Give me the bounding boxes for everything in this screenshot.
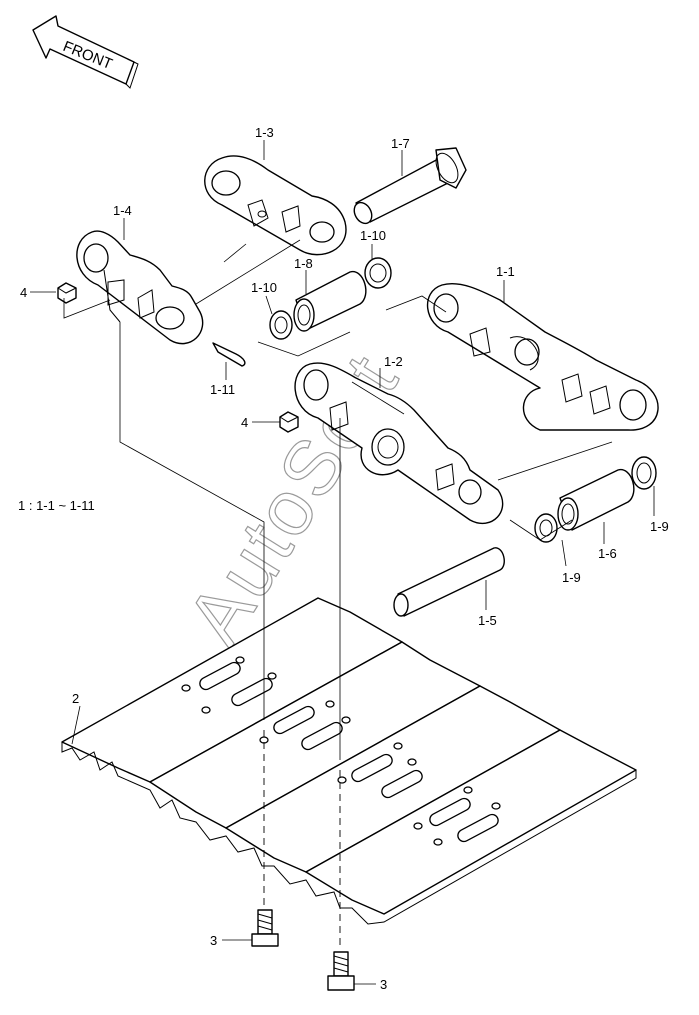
label-1-9-left: 1-9 xyxy=(562,570,581,585)
bushing-1-6 xyxy=(557,469,635,531)
label-legend: 1 : 1-1 ~ 1-11 xyxy=(18,498,95,513)
label-1-9-right: 1-9 xyxy=(650,519,669,534)
label-1-8: 1-8 xyxy=(294,256,313,271)
label-3-right: 3 xyxy=(380,977,387,992)
bolt-3-left xyxy=(251,909,279,947)
label-1-10-lower: 1-10 xyxy=(251,280,277,295)
callout-leaders xyxy=(30,140,655,985)
part-labels: 1-3 1-7 1-4 1-10 1-8 1-10 1-1 4 1-11 1-2… xyxy=(18,125,669,992)
label-1-4: 1-4 xyxy=(113,203,132,218)
nut-4-lower xyxy=(279,411,299,433)
cotter-1-11 xyxy=(212,342,246,367)
label-4-upper: 4 xyxy=(20,285,27,300)
label-1-1: 1-1 xyxy=(496,264,515,279)
seal-1-10-upper xyxy=(364,257,392,289)
pin-1-5 xyxy=(393,547,505,617)
label-4-lower: 4 xyxy=(241,415,248,430)
seal-1-9-right xyxy=(631,456,657,490)
label-1-11: 1-11 xyxy=(210,382,235,397)
bushing-1-8 xyxy=(293,271,367,332)
link-1-2 xyxy=(294,362,504,525)
assembly-lines xyxy=(63,239,613,950)
label-1-5: 1-5 xyxy=(478,613,497,628)
pin-1-7 xyxy=(353,147,467,225)
shoe-holes xyxy=(181,656,501,846)
label-1-10-upper: 1-10 xyxy=(360,228,386,243)
nut-4-upper xyxy=(57,282,77,304)
label-2: 2 xyxy=(72,691,79,706)
seal-1-10-lower xyxy=(269,310,293,340)
label-1-7: 1-7 xyxy=(391,136,410,151)
seal-1-9-left xyxy=(534,513,558,543)
track-shoes-2 xyxy=(61,597,637,925)
label-1-6: 1-6 xyxy=(598,546,617,561)
front-arrow: FRONT xyxy=(32,15,139,89)
label-1-2: 1-2 xyxy=(384,354,403,369)
watermark-text: AutoSoft xyxy=(170,338,416,659)
link-1-1 xyxy=(426,283,659,431)
link-1-3 xyxy=(204,155,347,256)
label-3-left: 3 xyxy=(210,933,217,948)
bolt-3-right xyxy=(327,951,355,991)
link-1-4 xyxy=(76,230,204,345)
label-1-3: 1-3 xyxy=(255,125,274,140)
